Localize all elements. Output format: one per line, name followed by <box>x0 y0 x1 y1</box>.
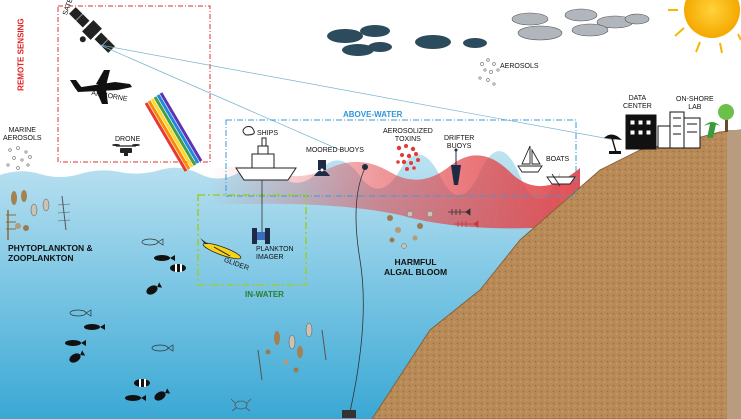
shore-land <box>371 129 741 419</box>
data-center-label: DATA CENTER <box>623 95 652 111</box>
rowboat-icon <box>546 173 576 187</box>
drifter-buoy-icon <box>451 148 461 185</box>
mooring-anchor <box>342 410 356 418</box>
satellite-dish-icon <box>604 134 622 154</box>
drone-label: DRONE <box>115 136 141 143</box>
drifter-buoys-label: DRIFTER BUOYS <box>444 135 475 151</box>
plankton-imager-icon <box>252 228 270 244</box>
plankton-imager-label: PLANKTON IMAGER <box>256 246 294 262</box>
harmful-algal-bloom-label: HARMFUL ALGAL BLOOM <box>384 257 448 277</box>
aerosolized-toxins-label: AEROSOLIZED TOXINS <box>383 128 433 144</box>
ships-label: SHIPS <box>257 130 279 137</box>
remote-sensing-box <box>57 5 211 163</box>
satellite-icon <box>68 6 116 54</box>
aerosol-particles <box>478 58 500 86</box>
plankton-cluster-center <box>257 322 327 381</box>
rainbow-beam-icon <box>144 92 203 172</box>
glider-icon <box>200 238 242 260</box>
marine-aerosols-label: MARINE AEROSOLS <box>3 127 42 143</box>
plankton-cluster-bloom <box>387 210 434 249</box>
plankton-cluster-left <box>6 190 71 240</box>
above-water-label: ABOVE-WATER <box>343 110 403 119</box>
phyto-zoo-label: PHYTOPLANKTON & ZOOPLANKTON <box>8 243 93 263</box>
cloud-icon <box>511 8 650 41</box>
bloom-surface-tint <box>210 155 580 229</box>
shore-edge <box>727 130 741 419</box>
fish-icon <box>65 238 186 401</box>
building-icon <box>625 111 701 150</box>
airplane-icon <box>70 70 132 104</box>
in-water-box <box>197 194 307 286</box>
above-water-box <box>225 119 577 197</box>
dead-fish-icon <box>448 208 479 228</box>
sailboat-icon <box>517 145 543 173</box>
ship-icon <box>235 126 297 181</box>
remote-sensing-label: REMOTE SENSING <box>16 18 26 91</box>
on-shore-lab-label: ON-SHORE LAB <box>676 96 714 112</box>
aerosols-label: AEROSOLS <box>500 63 539 70</box>
in-water-label: IN-WATER <box>245 290 284 299</box>
boats-label: BOATS <box>546 156 570 163</box>
cloud-icon <box>327 25 487 56</box>
drone-icon <box>112 144 140 156</box>
moored-buoy-icon <box>314 160 330 176</box>
toxin-droplets <box>396 144 420 171</box>
sun-icon <box>668 0 741 54</box>
marine-aerosol-particles <box>6 146 32 170</box>
mooring-line <box>349 167 366 413</box>
communication-links <box>99 44 616 151</box>
crab-icon <box>230 398 252 412</box>
moored-buoys-label: MOORED BUOYS <box>306 147 364 154</box>
tree-icon <box>704 104 734 138</box>
